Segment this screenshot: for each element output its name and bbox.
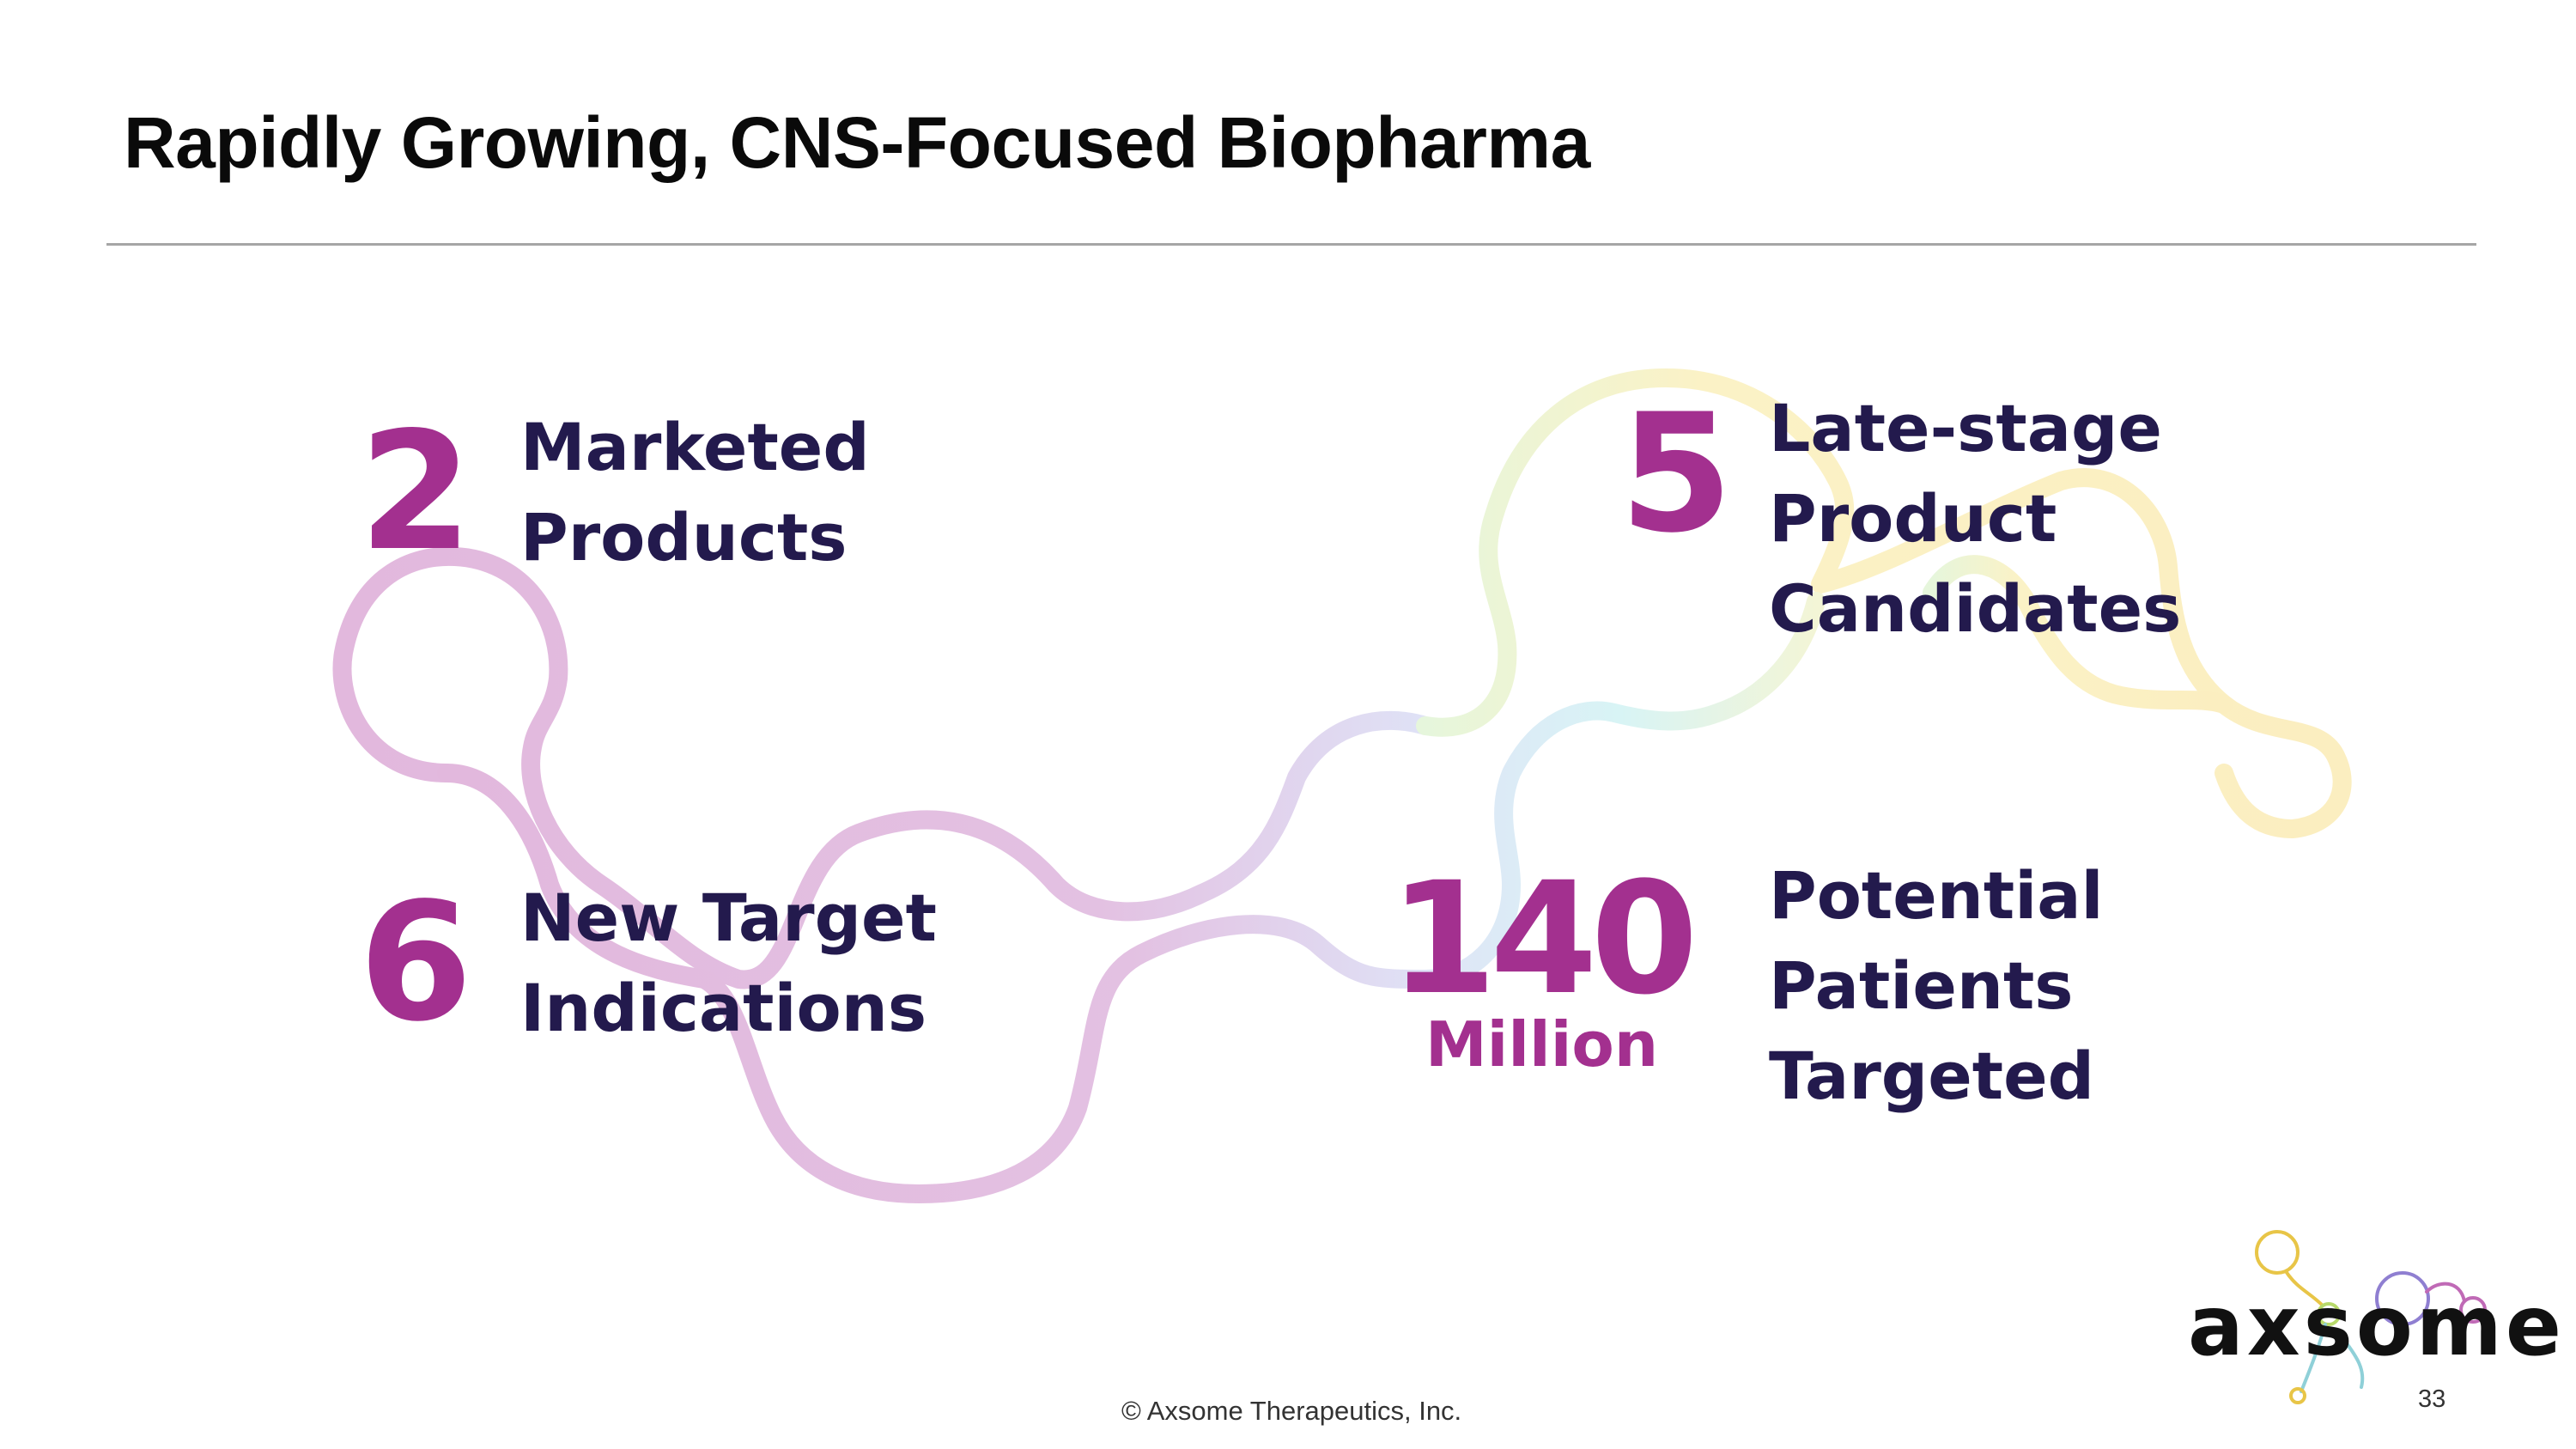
title-divider bbox=[106, 243, 2476, 246]
stat-patients-label-line2: Patients bbox=[1769, 947, 2074, 1024]
axsome-logo-text: axsome bbox=[2188, 1278, 2565, 1374]
page-title: Rapidly Growing, CNS-Focused Biopharma bbox=[124, 102, 1590, 183]
stat-indications-number: 6 bbox=[359, 868, 473, 1057]
axsome-logo-icon bbox=[2255, 1230, 2487, 1404]
page-number: 33 bbox=[2418, 1385, 2446, 1413]
stat-patients-unit: Million bbox=[1425, 1008, 1659, 1081]
stat-indications-label-line2: Indications bbox=[520, 970, 927, 1046]
stat-late-stage-label-line3: Candidates bbox=[1769, 570, 2182, 647]
stat-late-stage-label-line1: Late-stage bbox=[1769, 390, 2162, 466]
footer-copyright: © Axsome Therapeutics, Inc. bbox=[1121, 1396, 1462, 1426]
stat-indications-label-line1: New Target bbox=[520, 880, 937, 956]
stat-marketed-label: Marketed Products bbox=[520, 402, 870, 582]
stat-marketed-label-line2: Products bbox=[520, 499, 848, 575]
stat-indications-label: New Target Indications bbox=[520, 873, 937, 1053]
stat-patients-label-line3: Targeted bbox=[1769, 1038, 2095, 1114]
stat-marketed-label-line1: Marketed bbox=[520, 409, 870, 485]
stat-patients-number: 140 bbox=[1389, 849, 1698, 1029]
stat-late-stage-number: 5 bbox=[1619, 379, 1734, 569]
stat-late-stage-label-line2: Product bbox=[1769, 480, 2057, 557]
stat-late-stage-label: Late-stage Product Candidates bbox=[1769, 383, 2181, 654]
stat-marketed-number: 2 bbox=[359, 397, 473, 587]
stat-patients-label-line1: Potential bbox=[1769, 857, 2104, 934]
stat-patients-label: Potential Patients Targeted bbox=[1769, 850, 2104, 1121]
